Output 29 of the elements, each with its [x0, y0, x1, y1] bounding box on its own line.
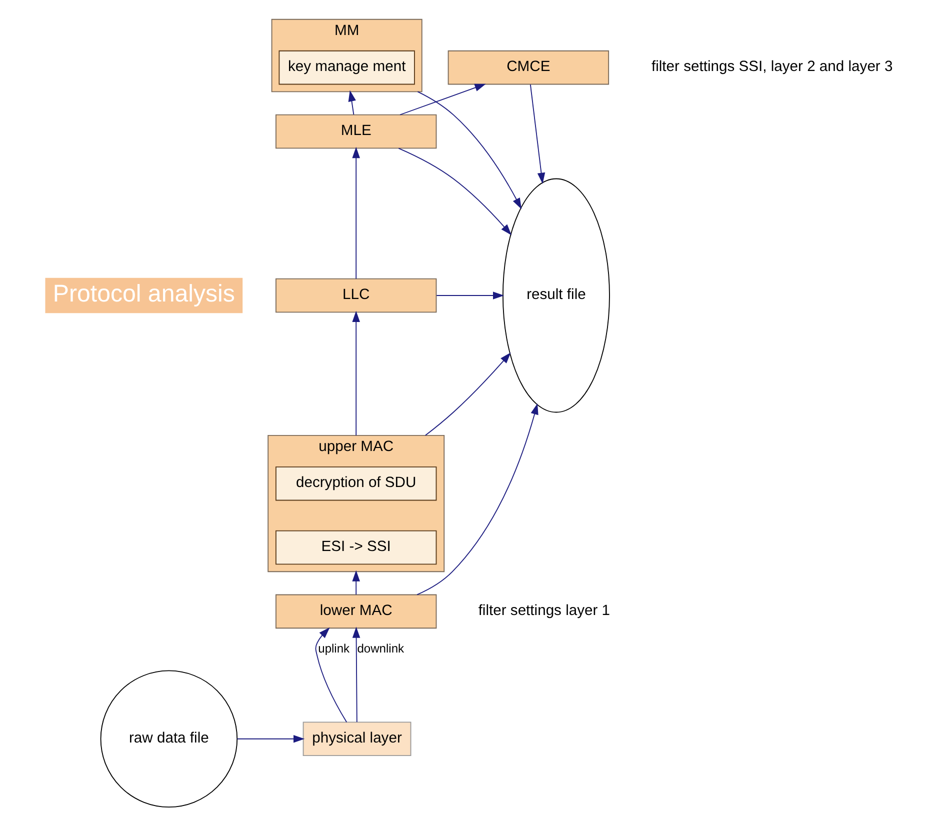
arrow [352, 570, 360, 595]
arrow [236, 735, 305, 743]
node-box: key manage ment [278, 50, 415, 85]
node-ellipse: result file [502, 178, 610, 413]
node-box: decryption of SDU [275, 466, 437, 501]
label: filter settings SSI, layer 2 and layer 3 [652, 59, 893, 76]
arrow [352, 146, 360, 280]
edge-label: uplink [318, 642, 350, 656]
arrow [348, 90, 356, 116]
arrow [530, 84, 546, 184]
arrow [417, 91, 522, 210]
arrow [352, 310, 360, 436]
node-box: ESI -> SSI [275, 530, 437, 565]
arrow [416, 403, 538, 596]
arrow [436, 292, 504, 300]
node-box: Protocol analysis [45, 278, 243, 314]
arrow [400, 84, 486, 116]
node-box: lower MAC [275, 594, 437, 629]
node-box: CMCE [448, 50, 610, 85]
edge-label: downlink [357, 642, 404, 656]
arrow [398, 148, 512, 236]
arrow [352, 626, 360, 723]
arrow [424, 352, 511, 436]
label: filter settings layer 1 [478, 602, 610, 619]
arrow [315, 627, 348, 723]
node-circle: raw data file [100, 670, 238, 808]
node-box: MLE [275, 114, 437, 149]
node-box: LLC [275, 278, 437, 313]
node-box: physical layer [302, 722, 412, 756]
